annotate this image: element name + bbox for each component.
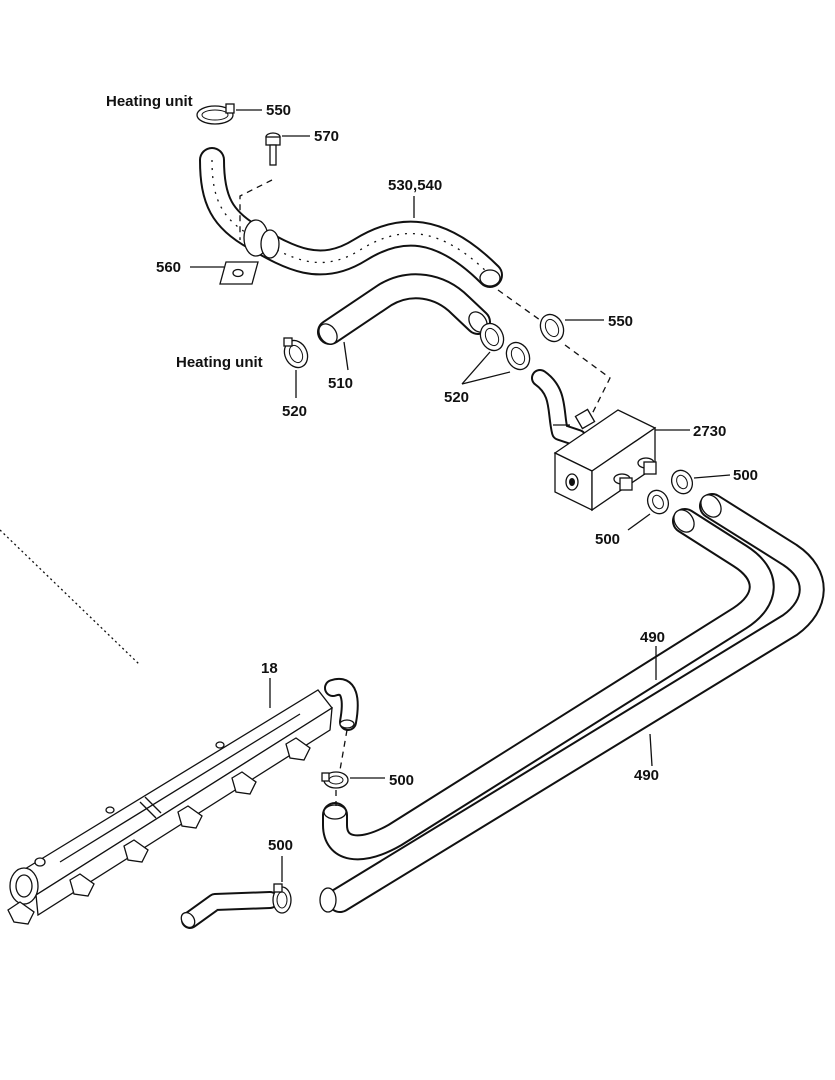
- clamp-500-lower: [321, 771, 349, 789]
- label-500-block: 500: [595, 531, 620, 548]
- label-heating-unit-mid: Heating unit: [176, 354, 263, 371]
- label-570: 570: [314, 128, 339, 145]
- label-490-bottom: 490: [634, 767, 659, 784]
- label-heating-unit-top: Heating unit: [106, 93, 193, 110]
- label-18: 18: [261, 660, 278, 677]
- label-500-bottom: 500: [268, 837, 293, 854]
- label-520-left: 520: [282, 403, 307, 420]
- label-500-lower: 500: [389, 772, 414, 789]
- clamp-520-left: [283, 337, 309, 369]
- hose-end-bottom: [180, 887, 337, 929]
- clamp-550-mid: [539, 313, 565, 343]
- pipe-490-outer: [327, 493, 825, 913]
- label-550-mid: 550: [608, 313, 633, 330]
- label-2730: 2730: [693, 423, 726, 440]
- clamp-520-mid-b: [505, 341, 531, 371]
- clamp-550-top: [196, 103, 235, 125]
- label-560: 560: [156, 259, 181, 276]
- clamp-500-block-b: [670, 469, 694, 495]
- distributor-block-2730: [553, 408, 657, 512]
- leader-lines: [190, 109, 731, 882]
- label-500-right: 500: [733, 467, 758, 484]
- corrugated-hose-530-540: [199, 147, 503, 288]
- label-520-mid: 520: [444, 389, 469, 406]
- clamp-500-block-a: [646, 489, 670, 515]
- screw-570: [265, 132, 281, 166]
- pipe-510: [317, 273, 491, 345]
- pipe-490-inner: [322, 508, 775, 861]
- clamp-520-mid-a: [479, 322, 505, 352]
- elbow-hose: [324, 678, 359, 806]
- clamp-500-bottom: [272, 883, 292, 914]
- label-490-top: 490: [640, 629, 665, 646]
- fuel-rail-18: [0, 529, 333, 925]
- callout-labels: Heating unit 550 570 530,540 560 550 Hea…: [106, 93, 758, 854]
- label-550-top: 550: [266, 102, 291, 119]
- label-510: 510: [328, 375, 353, 392]
- label-530-540: 530,540: [388, 177, 442, 194]
- bracket-560: [219, 179, 280, 285]
- hose-to-block: [497, 289, 611, 447]
